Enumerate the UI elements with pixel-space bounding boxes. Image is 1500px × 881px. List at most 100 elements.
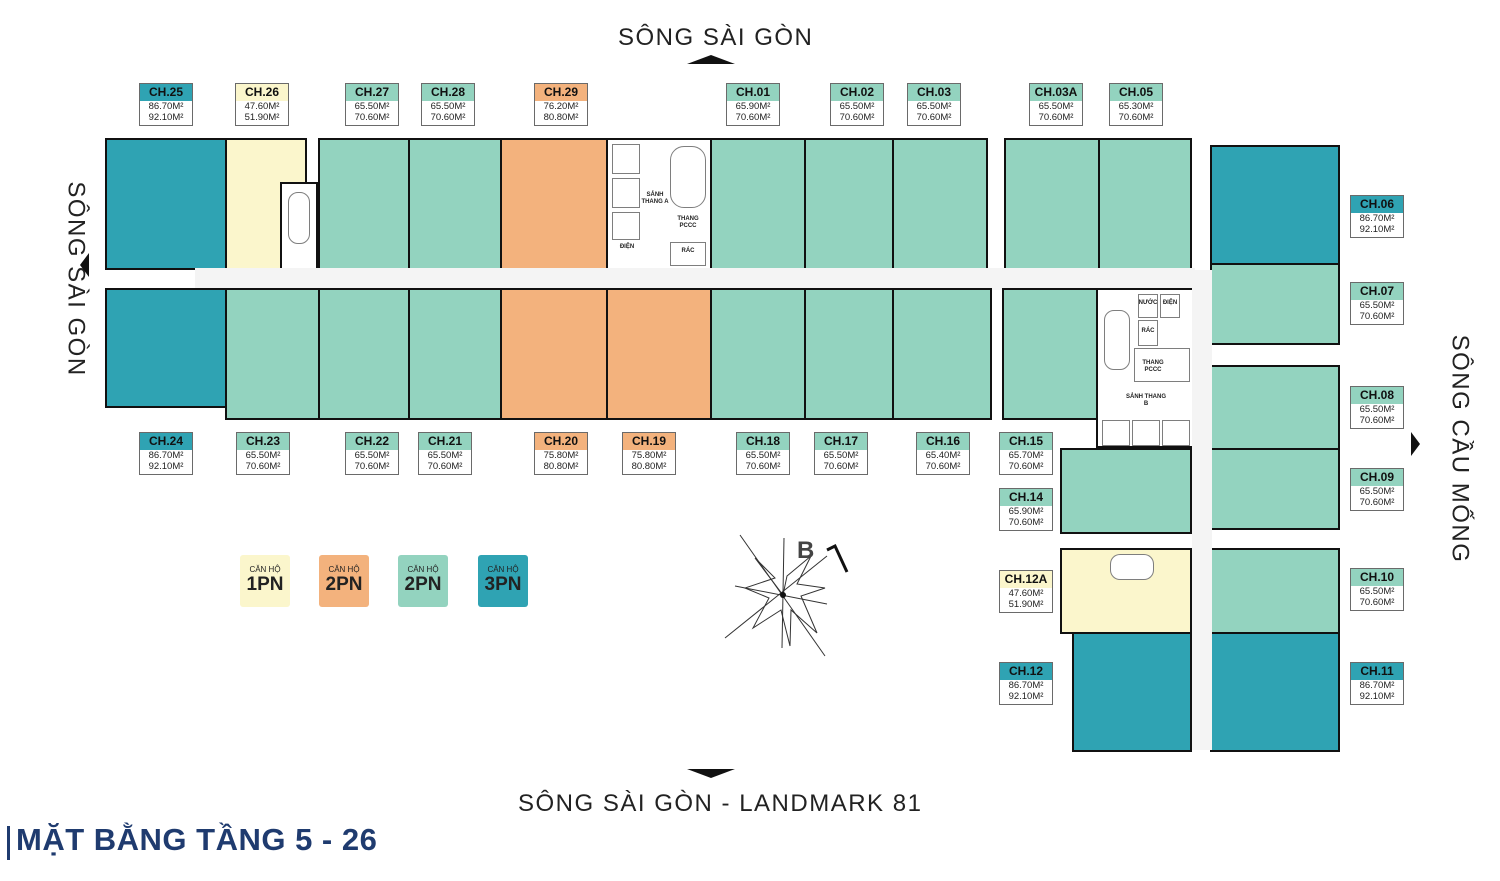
stair-icon — [670, 146, 706, 208]
apartment-ch25[interactable] — [105, 138, 227, 270]
stair-icon — [1110, 554, 1154, 580]
apartment-ch08[interactable] — [1210, 365, 1340, 450]
water-room — [1138, 294, 1158, 318]
sanh-b-label: SẢNH THANG B — [1126, 394, 1166, 407]
apartment-ch11[interactable] — [1210, 632, 1340, 752]
apartment-ch16[interactable] — [892, 288, 992, 420]
apartment-ch19[interactable] — [606, 288, 712, 420]
apartment-ch02[interactable] — [804, 138, 894, 270]
thang-pccc-a-label: THANG PCCC — [677, 216, 699, 229]
stair-core-west — [280, 182, 318, 270]
dien-b-label: ĐIỆN — [1162, 300, 1178, 306]
direction-bottom-label: SÔNG SÀI GÒN - LANDMARK 81 — [518, 790, 923, 817]
arrow-right-icon — [1411, 432, 1420, 456]
compass-icon: B — [724, 534, 849, 657]
direction-top-label: SÔNG SÀI GÒN — [618, 24, 814, 51]
elevator — [1132, 420, 1160, 446]
apartment-ch07[interactable] — [1210, 263, 1340, 345]
apartment-ch23[interactable] — [225, 288, 320, 420]
trash-room — [670, 242, 706, 266]
apartment-ch22[interactable] — [318, 288, 410, 420]
nuoc-b-label: NƯỚC — [1138, 300, 1158, 306]
elevator — [612, 178, 640, 208]
elevator — [612, 212, 640, 240]
apartment-ch05[interactable] — [1098, 138, 1192, 270]
corridor-east-wing — [1192, 270, 1212, 750]
arrow-up-icon — [687, 55, 735, 64]
corridor-west-wing — [195, 268, 1195, 290]
stair-icon — [288, 192, 310, 244]
apartment-ch20[interactable] — [500, 288, 608, 420]
elevator — [612, 144, 640, 174]
elevator — [1102, 420, 1130, 446]
thang-pccc-b-label: THANG PCCC — [1142, 360, 1164, 373]
apartment-ch14[interactable] — [1060, 448, 1192, 534]
apartment-ch15[interactable] — [1002, 288, 1098, 420]
apartment-ch03a[interactable] — [1004, 138, 1100, 270]
apartment-ch06[interactable] — [1210, 145, 1340, 265]
core-b: NƯỚC ĐIỆN RÁC THANG PCCC SẢNH THANG B — [1096, 288, 1194, 448]
apartment-ch10[interactable] — [1210, 548, 1340, 634]
apartment-ch12[interactable] — [1072, 632, 1192, 752]
apartment-ch29[interactable] — [500, 138, 608, 270]
apartment-ch03[interactable] — [892, 138, 988, 270]
sanh-a-label: SẢNH THANG A — [641, 192, 669, 205]
apartment-ch18[interactable] — [710, 288, 806, 420]
core-a: SẢNH THANG A THANG PCCC ĐIỆN RÁC — [606, 138, 712, 270]
apartment-ch12a[interactable] — [1060, 548, 1192, 634]
compass-label: B — [797, 537, 814, 564]
arrow-down-icon — [687, 769, 735, 778]
dien-a-label: ĐIỆN — [619, 244, 635, 250]
apartment-ch27[interactable] — [318, 138, 410, 270]
apartment-ch09[interactable] — [1210, 448, 1340, 530]
electric-room — [1160, 294, 1180, 318]
fire-stair — [1134, 348, 1190, 382]
apartment-ch01[interactable] — [710, 138, 806, 270]
rac-b-label: RÁC — [1141, 328, 1155, 334]
trash-room — [1138, 320, 1158, 346]
stair-icon — [1104, 310, 1130, 370]
apartment-ch21[interactable] — [408, 288, 502, 420]
apartment-ch28[interactable] — [408, 138, 502, 270]
direction-right-label: SÔNG CẦU MỐNG — [1446, 334, 1474, 564]
direction-left-label: SÔNG SÀI GÒN — [62, 181, 90, 377]
apartment-ch24[interactable] — [105, 288, 227, 408]
page-title: MẶT BẰNG TẦNG 5 - 26 — [16, 822, 378, 857]
apartment-ch17[interactable] — [804, 288, 894, 420]
elevator — [1162, 420, 1190, 446]
rac-a-label: RÁC — [681, 248, 695, 254]
